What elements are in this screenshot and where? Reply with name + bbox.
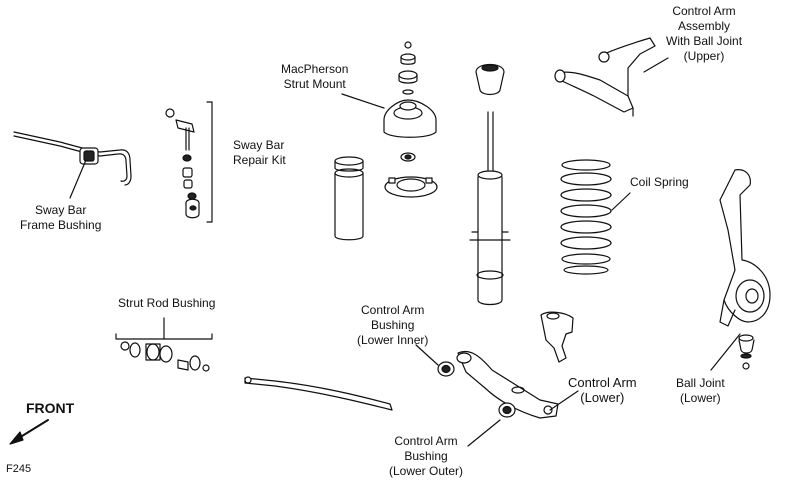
label-sway-bar-frame-bushing: Sway Bar Frame Bushing bbox=[20, 203, 102, 232]
label-control-arm-lower: Control Arm (Lower) bbox=[568, 375, 637, 405]
label-sway-bar-repair-kit: Sway Bar Repair Kit bbox=[233, 138, 286, 167]
strut-rod-bushing-parts bbox=[115, 317, 213, 372]
label-control-arm-bushing-lower-outer: Control Arm Bushing (Lower Outer) bbox=[389, 434, 464, 478]
lower-control-arm bbox=[437, 350, 559, 419]
strut-mount-parts bbox=[383, 41, 438, 198]
figure-code: F245 bbox=[6, 463, 32, 475]
steering-knuckle bbox=[719, 169, 771, 327]
sway-bar bbox=[13, 131, 132, 186]
sway-bar-repair-kit-parts bbox=[165, 101, 213, 223]
front-arrow bbox=[9, 419, 49, 445]
coil-spring bbox=[560, 159, 612, 275]
label-coil-spring: Coil Spring bbox=[630, 175, 689, 189]
label-control-arm-bushing-lower-inner: Control Arm Bushing (Lower Inner) bbox=[357, 303, 429, 347]
strut-boot bbox=[334, 156, 364, 241]
label-macpherson-strut-mount: MacPherson Strut Mount bbox=[281, 62, 349, 91]
label-control-arm-upper: Control Arm Assembly With Ball Joint (Up… bbox=[666, 4, 743, 63]
front-label: FRONT bbox=[26, 400, 75, 416]
label-ball-joint-lower: Ball Joint (Lower) bbox=[676, 376, 725, 405]
lower-ball-joint-part bbox=[738, 334, 755, 370]
label-strut-rod-bushing: Strut Rod Bushing bbox=[118, 296, 216, 310]
strut-rod bbox=[244, 376, 393, 411]
upper-control-arm bbox=[554, 37, 656, 117]
center-bracket bbox=[540, 311, 574, 363]
strut-assembly bbox=[469, 63, 511, 306]
leader-lines bbox=[69, 57, 741, 447]
